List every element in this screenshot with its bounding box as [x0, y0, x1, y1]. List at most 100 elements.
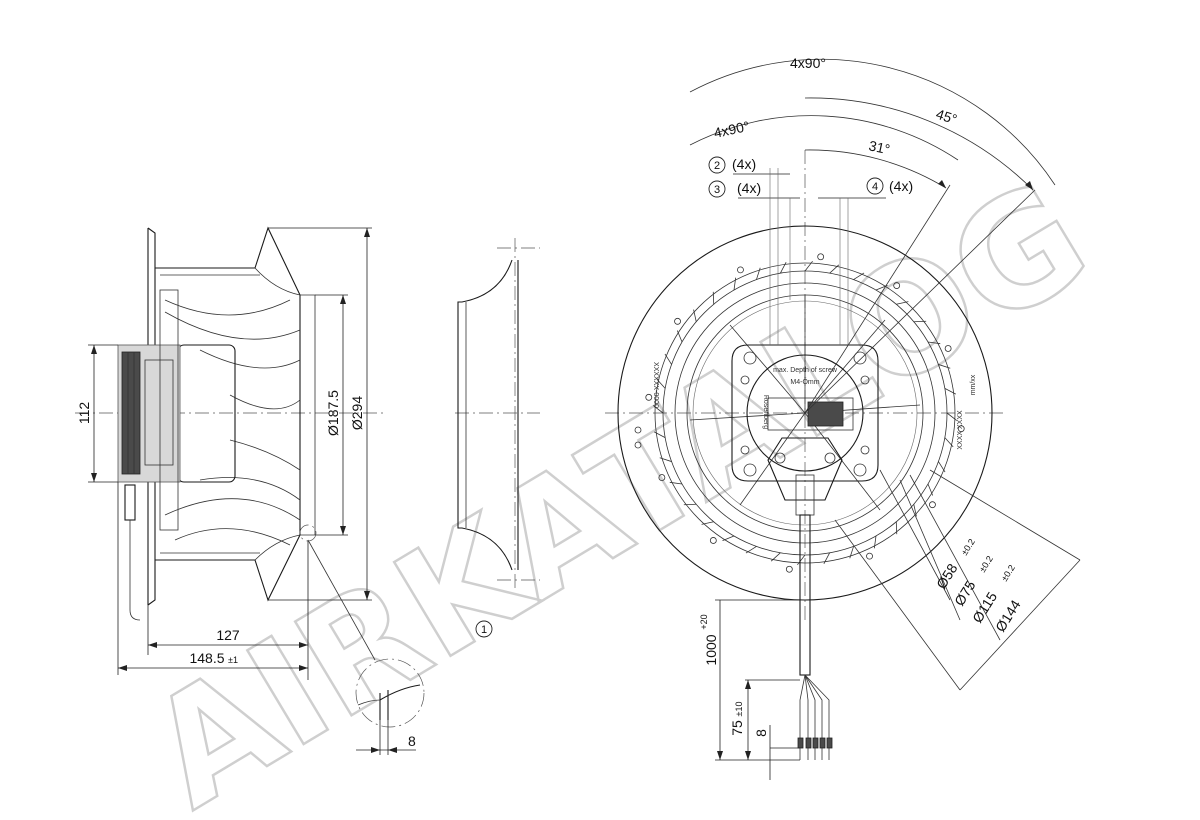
leader-115: [909, 474, 1001, 641]
inlet-ring-profile: [457, 259, 513, 571]
blade-tick: [944, 387, 957, 395]
blade-tick: [938, 461, 946, 473]
detail-edge: [357, 699, 381, 706]
blade: [164, 311, 301, 340]
callout-3-label: 3: [714, 184, 720, 196]
detail-marker: [299, 524, 317, 542]
front-view: max. Depth of screw M4-Ömm Rosenberg XXX…: [605, 55, 1081, 780]
rating-label: [767, 397, 854, 431]
dia-115-tolerance: ±0.2: [999, 563, 1017, 583]
arrow: [91, 345, 97, 354]
arrow: [745, 751, 751, 760]
blade-tick: [873, 535, 877, 549]
arrow: [371, 747, 380, 753]
cable: [129, 520, 141, 621]
detail-circle: [355, 658, 425, 728]
blade-tick: [797, 554, 806, 566]
rivet: [817, 253, 825, 261]
blade-tick: [779, 261, 787, 274]
angle-outer-label: 4x90°: [790, 55, 826, 71]
leader-58: [879, 469, 951, 601]
blade-tick: [756, 267, 761, 280]
blade-tick: [701, 521, 714, 525]
blade: [174, 528, 291, 546]
arrow: [1025, 181, 1033, 190]
leader-144-b: [834, 519, 961, 691]
angle-31-label: 31°: [867, 137, 891, 157]
arc-4x90-outer: [689, 58, 1056, 186]
blade-tick: [823, 552, 831, 565]
arrow: [364, 591, 370, 600]
side-code-right-2: mm/xx: [970, 374, 977, 395]
callout-4-count: (4x): [889, 178, 913, 194]
callout-circle-2: [708, 156, 726, 174]
arrow: [938, 180, 946, 188]
mount-hole: [743, 351, 757, 365]
rivet: [658, 474, 666, 481]
leader-144-c: [959, 559, 1081, 691]
rivet: [944, 345, 952, 352]
inlet-ring-view: 1: [455, 238, 540, 638]
dim-1000-tolerance: +20: [699, 614, 709, 629]
inlet-edge: [674, 282, 936, 544]
blade-tick: [669, 481, 683, 485]
arc-45: [804, 97, 1034, 191]
blade-edge: [254, 534, 301, 561]
rivet: [866, 552, 873, 560]
blade-tick: [944, 437, 954, 448]
blade-tick: [927, 341, 941, 345]
blade-tick: [659, 457, 672, 462]
blade-tick: [896, 301, 909, 305]
blade-tick: [733, 277, 737, 291]
dim-75-label: 75: [729, 720, 745, 736]
terminal-box: [767, 437, 843, 501]
blade-tick: [927, 483, 934, 496]
rivet: [785, 565, 793, 573]
wire-bundle: [797, 674, 833, 760]
mount-hole: [853, 463, 867, 477]
arrow: [299, 665, 308, 671]
blade: [199, 349, 301, 369]
callout-circle-3: [708, 180, 726, 198]
side-code-right: XXXX XXXX: [957, 410, 964, 450]
blade: [199, 477, 301, 501]
motor-fins: [121, 351, 141, 475]
blade: [164, 299, 291, 316]
callout-2-count: (4x): [732, 156, 756, 172]
label-brand: Rosenberg: [762, 395, 769, 429]
dim-127-label: 127: [216, 627, 240, 643]
arrow: [745, 680, 751, 689]
arrow: [340, 526, 346, 535]
callout-circle-4: [866, 177, 884, 195]
outer-shroud: [617, 225, 993, 601]
blade-tick: [653, 431, 666, 439]
radial-31: [804, 184, 951, 414]
screw: [740, 375, 750, 385]
label-m4: M4-Ömm: [790, 378, 819, 386]
dia-58-tolerance: ±0.2: [959, 537, 977, 557]
mount-hole: [853, 351, 867, 365]
blade-tick: [745, 546, 757, 554]
callout-3-count: (4x): [737, 180, 761, 196]
leader-75: [899, 479, 961, 621]
arc-31: [804, 149, 947, 189]
angle-45-label: 45°: [934, 106, 959, 128]
radial-45: [804, 189, 1036, 414]
side-code-left: XXXXXX-0000: [652, 362, 659, 408]
blade-tick: [829, 264, 840, 274]
wire-end: [797, 737, 804, 749]
rivet: [737, 266, 744, 274]
blade-tick: [849, 546, 854, 559]
dim-187-label: Ø187.5: [325, 390, 341, 436]
callout-circle-1: [475, 620, 493, 638]
rivet: [674, 317, 681, 325]
callout-1-label: 1: [481, 624, 487, 636]
rivet: [957, 425, 965, 433]
callout-2-label: 2: [714, 160, 720, 172]
wire-end: [819, 737, 826, 749]
marker-dot: [634, 441, 642, 449]
terminal-screw: [774, 452, 786, 464]
angle-inner-label: 4x90°: [712, 118, 751, 141]
rivet: [645, 393, 653, 401]
